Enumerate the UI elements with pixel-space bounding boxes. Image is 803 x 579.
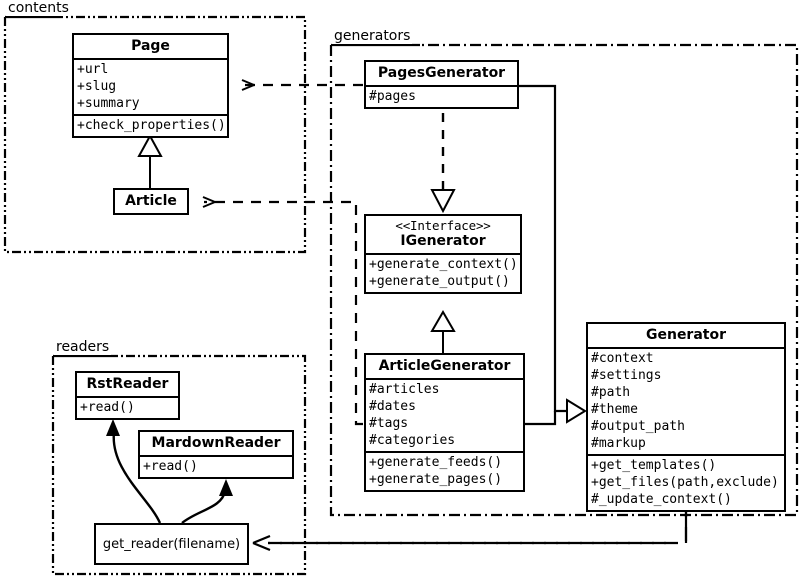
package-label-generators: generators [332,28,413,44]
function-get-reader-label: get_reader(filename) [102,536,241,552]
attribute: +slug [77,79,117,95]
method: +generate_pages() [369,472,503,488]
class-page-title: Page [131,38,170,54]
relationship-articlegenerator-uses-article [202,196,363,426]
package-label-contents: contents [6,0,71,16]
attribute: #context [591,351,654,367]
class-igenerator[interactable]: <<Interface>> IGenerator +generate_conte… [364,214,522,295]
class-generator-title: Generator [645,327,726,343]
class-articlegenerator[interactable]: ArticleGenerator #articles #dates #tags … [364,353,525,493]
package-border-generators [329,43,799,517]
class-mardownreader-title: MardownReader [151,435,281,451]
package-border-contents [3,15,307,254]
class-pagesgenerator-title: PagesGenerator [377,65,506,81]
class-rstreader-methods: +read() [77,396,178,418]
attribute: #output_path [591,419,685,435]
attribute: +url [77,62,109,78]
method: +read() [143,459,198,475]
class-igenerator-title: <<Interface>> IGenerator [366,216,520,253]
attribute: #markup [591,436,646,452]
class-generator-attributes: #context #settings #path #theme #output_… [588,347,784,454]
attribute: #dates [369,399,416,415]
attribute: #categories [369,433,456,449]
attribute: #articles [369,382,440,398]
class-article[interactable]: Article [113,188,189,216]
method: +read() [80,400,135,416]
class-page[interactable]: Page +url +slug +summary +check_properti… [72,33,229,139]
function-get-reader[interactable]: get_reader(filename) [94,523,249,565]
class-igenerator-name: IGenerator [400,233,486,250]
method: +check_properties() [77,118,226,134]
class-pagesgenerator[interactable]: PagesGenerator #pages [364,60,519,110]
package-label-readers: readers [54,339,112,355]
method: +generate_feeds() [369,455,503,471]
class-page-attributes: +url +slug +summary [74,58,227,114]
class-igenerator-methods: +generate_context() +generate_output() [366,253,520,292]
method: +get_templates() [591,458,717,474]
relationship-articlegenerator-realizes-igenerator [430,310,456,353]
relationship-generators-to-generator [519,84,587,426]
attribute: #settings [591,368,662,384]
attribute: #path [591,385,631,401]
class-rstreader[interactable]: RstReader +read() [75,371,180,421]
relationship-article-inherits-page [137,133,163,190]
method: +generate_output() [369,274,510,290]
method: +generate_context() [369,257,518,273]
attribute: #pages [369,89,416,105]
class-articlegenerator-attributes: #articles #dates #tags #categories [366,378,523,451]
method: #_update_context() [591,492,732,508]
attribute: +summary [77,96,140,112]
class-articlegenerator-methods: +generate_feeds() +generate_pages() [366,451,523,490]
package-border-readers [51,354,307,576]
relationship-get-reader-returns-rstreader [106,419,162,524]
attribute: #theme [591,402,638,418]
class-rstreader-title: RstReader [86,376,169,392]
class-generator-methods: +get_templates() +get_files(path,exclude… [588,454,784,510]
class-mardownreader-methods: +read() [140,455,292,477]
method: +get_files(path,exclude) [591,475,779,491]
class-igenerator-stereotype: <<Interface>> [395,218,491,233]
class-generator[interactable]: Generator #context #settings #path #them… [586,322,786,513]
class-mardownreader[interactable]: MardownReader +read() [138,430,294,480]
class-pagesgenerator-attributes: #pages [366,85,517,107]
class-article-title: Article [125,193,177,209]
class-articlegenerator-title: ArticleGenerator [378,358,511,374]
attribute: #tags [369,416,409,432]
relationship-pagesgenerator-realizes-igenerator [430,113,456,214]
relationship-get-reader-returns-mardownreader [181,479,233,524]
class-page-methods: +check_properties() [74,114,227,136]
